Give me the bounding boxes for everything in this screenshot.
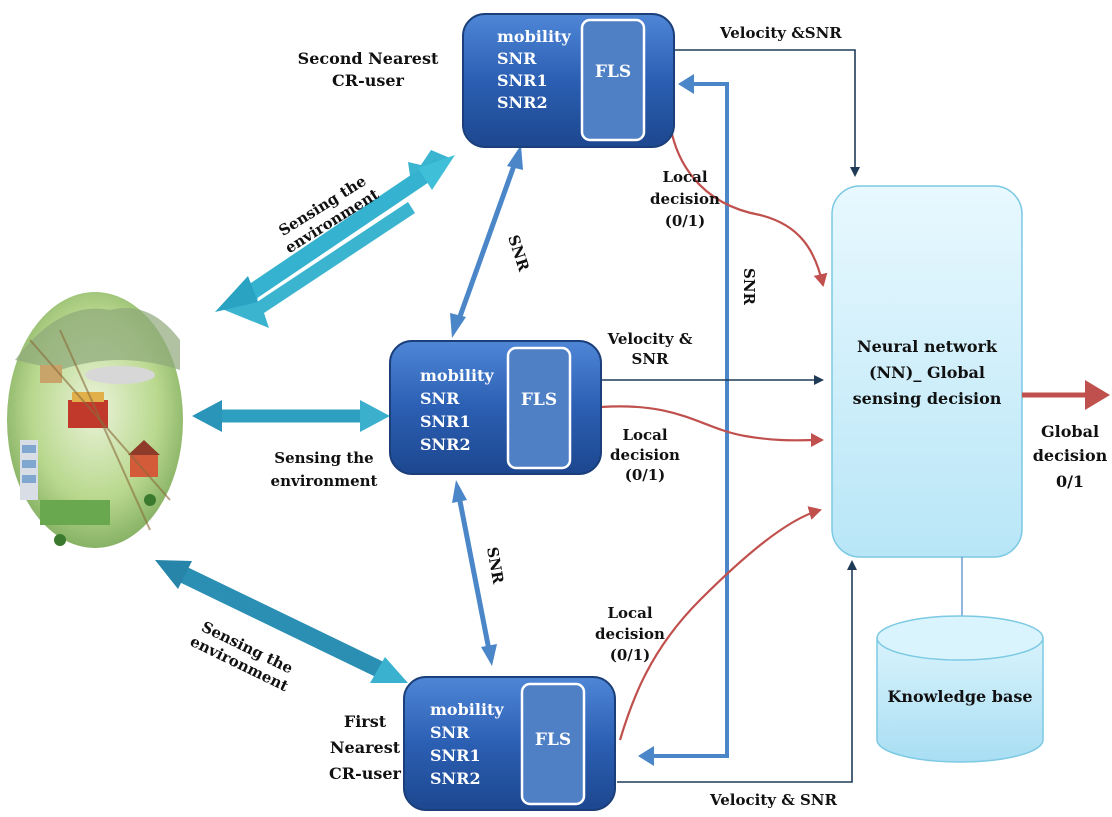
- caption-first-line2: Nearest: [330, 738, 401, 757]
- neural-network-box: Neural network (NN)_ Global sensing deci…: [831, 185, 1023, 558]
- local-decision-mid-line2: decision: [610, 446, 680, 464]
- local-decision-curve-bottom: [618, 506, 822, 741]
- local-decision-top-line3: (0/1): [665, 212, 706, 230]
- param-mobility-second: mobility: [497, 27, 571, 46]
- local-decision-curve-middle: [600, 405, 824, 448]
- node-first-nearest: FLS mobility SNR SNR1 SNR2: [403, 676, 616, 811]
- global-decision-arrow: [1022, 380, 1110, 410]
- param-mobility-first: mobility: [430, 700, 504, 719]
- local-decision-top-line1: Local: [662, 168, 707, 186]
- node-middle: FLS mobility SNR SNR1 SNR2: [389, 340, 602, 475]
- fls-label-first: FLS: [535, 730, 571, 750]
- sensing-arrow-bottom: [155, 560, 408, 683]
- velocity-label-top: Velocity &SNR: [719, 24, 842, 42]
- param-snr-first: SNR: [430, 723, 470, 742]
- param-snr1-first: SNR1: [430, 746, 481, 765]
- local-decision-bot-line3: (0/1): [610, 646, 651, 664]
- snr-loop-arrow: [638, 74, 729, 766]
- velocity-label-bottom: Velocity & SNR: [709, 791, 838, 809]
- caption-first-line1: First: [344, 712, 387, 731]
- fls-label-second: FLS: [595, 62, 631, 82]
- local-decision-bot-line2: decision: [595, 625, 665, 643]
- sensing-arrow-middle: [192, 400, 390, 432]
- environment-image: [7, 292, 183, 548]
- knowledge-base-cylinder: Knowledge base: [876, 615, 1044, 763]
- local-decision-label-middle: Local decision (0/1): [610, 426, 680, 484]
- snr-label-bottom: SNR: [483, 546, 507, 586]
- caption-second-line1: Second Nearest: [298, 49, 439, 68]
- param-snr2-second: SNR2: [497, 93, 548, 112]
- caption-first-line3: CR-user: [329, 764, 401, 783]
- nn-label-line1: Neural network: [857, 337, 998, 356]
- local-decision-mid-line3: (0/1): [625, 466, 666, 484]
- nn-label-line3: sensing decision: [853, 389, 1002, 408]
- global-decision-line3: 0/1: [1056, 472, 1084, 491]
- fls-box-second: [580, 18, 646, 142]
- snr-arrow-bottom: [452, 480, 497, 666]
- local-decision-label-bottom: Local decision (0/1): [595, 604, 665, 664]
- param-snr-middle: SNR: [420, 389, 460, 408]
- caption-second-line2: CR-user: [332, 71, 404, 90]
- fls-label-middle: FLS: [521, 390, 557, 410]
- node-second-nearest: FLS mobility SNR SNR1 SNR2: [462, 13, 675, 148]
- local-decision-top-line2: decision: [650, 190, 720, 208]
- local-decision-bot-line1: Local: [607, 604, 652, 622]
- sensing-arrow-top: [215, 150, 455, 328]
- snr-label-top: SNR: [504, 233, 533, 274]
- fls-box-first: [520, 682, 586, 806]
- fls-box-middle: [506, 346, 572, 470]
- param-snr2-middle: SNR2: [420, 435, 471, 454]
- global-decision-line1: Global: [1041, 422, 1099, 441]
- sensing-label-middle-line1: Sensing the: [274, 449, 373, 467]
- sensing-label-middle: Sensing the environment: [271, 449, 378, 490]
- param-mobility-middle: mobility: [420, 366, 494, 385]
- local-decision-label-top: Local decision (0/1): [650, 168, 720, 230]
- snr-label-loop: SNR: [740, 268, 758, 306]
- param-snr2-first: SNR2: [430, 769, 481, 788]
- nn-label-line2: (NN)_ Global: [869, 363, 985, 382]
- param-snr1-second: SNR1: [497, 71, 548, 90]
- param-snr1-middle: SNR1: [420, 412, 471, 431]
- local-decision-curve-top: [666, 97, 828, 287]
- snr-arrow-top: [450, 145, 523, 338]
- velocity-line-top: [674, 49, 860, 177]
- global-decision-line2: decision: [1033, 446, 1108, 465]
- velocity-label-mid-1: Velocity &: [607, 330, 693, 348]
- sensing-label-middle-line2: environment: [271, 472, 378, 490]
- knowledge-base-label: Knowledge base: [887, 687, 1032, 706]
- velocity-label-mid-2: SNR: [631, 350, 669, 368]
- param-snr-second: SNR: [497, 49, 537, 68]
- velocity-line-bottom: [617, 560, 857, 783]
- local-decision-mid-line1: Local: [622, 426, 667, 444]
